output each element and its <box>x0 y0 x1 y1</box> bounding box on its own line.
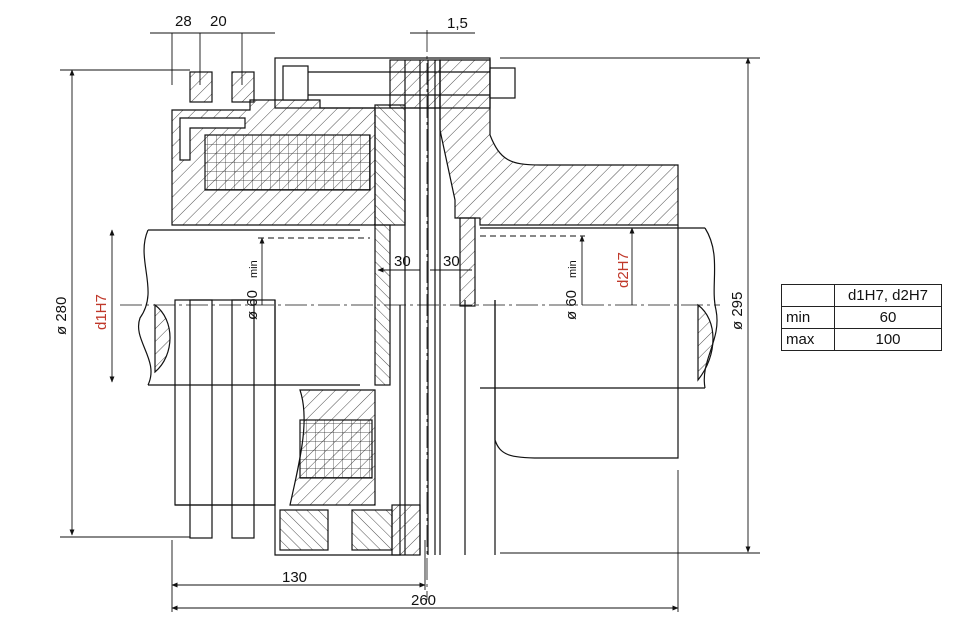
left-shaft <box>138 229 360 386</box>
table-row: min 60 <box>781 306 942 329</box>
left-hub <box>174 299 276 539</box>
dim-dia-60-left: ø 60 <box>244 290 261 320</box>
table-header-cell <box>781 284 835 307</box>
dim-260: 260 <box>411 592 436 609</box>
bore-label-d1: d1H7 <box>93 294 110 330</box>
dim-30-right: 30 <box>443 253 460 270</box>
dim-min-right: min <box>567 260 579 278</box>
table-cell-label: max <box>781 328 835 351</box>
dim-dia-295: ø 295 <box>729 292 746 330</box>
right-hub <box>439 59 679 555</box>
dim-30-left: 30 <box>394 253 411 270</box>
right-shaft <box>480 227 718 389</box>
bore-label-d2: d2H7 <box>615 252 632 288</box>
table-cell-value: 60 <box>834 306 942 329</box>
table-cell-label: min <box>781 306 835 329</box>
table-header-cell: d1H7, d2H7 <box>834 284 942 307</box>
table-cell-value: 100 <box>834 328 942 351</box>
dim-130: 130 <box>282 569 307 586</box>
magnet-housing <box>171 99 406 226</box>
dim-20: 20 <box>210 13 227 30</box>
dim-min-left: min <box>248 260 260 278</box>
lower-section <box>274 300 421 556</box>
table-row: max 100 <box>781 328 942 351</box>
table-header-row: d1H7, d2H7 <box>781 284 942 307</box>
bore-spec-table: d1H7, d2H7 min 60 max 100 <box>781 284 942 351</box>
dim-dia-60-right: ø 60 <box>563 290 580 320</box>
dashed-bore-lines <box>258 235 585 239</box>
dim-1-5: 1,5 <box>447 15 468 32</box>
dimension-lines <box>60 32 760 612</box>
dim-dia-280: ø 280 <box>53 297 70 335</box>
dim-28: 28 <box>175 13 192 30</box>
center-lines <box>120 30 720 600</box>
